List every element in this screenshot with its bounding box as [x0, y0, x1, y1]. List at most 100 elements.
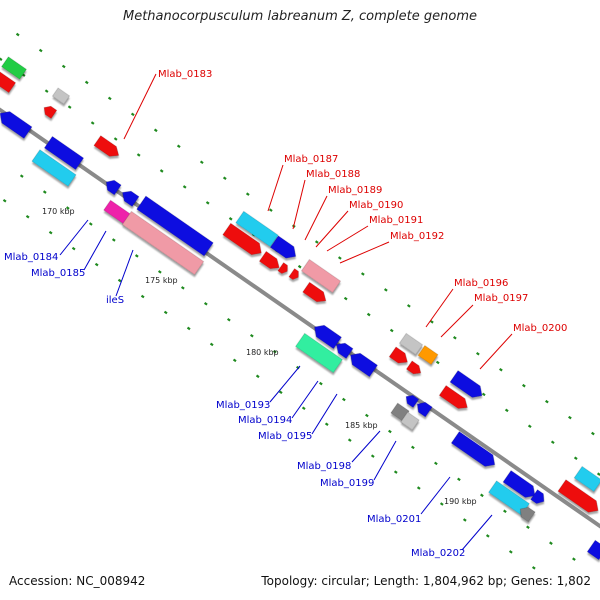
gene-feature[interactable]	[269, 235, 299, 262]
guide-dot	[522, 383, 526, 388]
guide-dot	[203, 302, 208, 306]
guide-dot	[572, 557, 576, 561]
gene-feature[interactable]	[31, 149, 77, 187]
gene-label[interactable]: Mlab_0198	[297, 461, 351, 472]
guide-dot	[84, 80, 89, 85]
leader-line	[83, 230, 107, 271]
guide-dot	[342, 397, 346, 402]
gene-feature[interactable]	[0, 70, 17, 94]
gene-label[interactable]: Mlab_0196	[454, 278, 508, 289]
gene-feature[interactable]	[405, 360, 423, 377]
gene-feature[interactable]	[295, 332, 343, 374]
gene-feature[interactable]	[235, 210, 279, 248]
accession-text: Accession: NC_008942	[9, 574, 146, 588]
gene-feature[interactable]	[0, 108, 33, 139]
gene-features	[0, 56, 600, 561]
leader-line	[115, 249, 134, 297]
gene-label[interactable]: Mlab_0195	[258, 431, 312, 442]
leader-line	[291, 380, 319, 419]
leader-line	[420, 476, 451, 515]
gene-feature[interactable]	[557, 479, 600, 517]
gene-feature[interactable]	[586, 539, 600, 561]
guide-dot	[65, 206, 70, 210]
gene-feature[interactable]	[530, 489, 548, 507]
guide-dot	[324, 422, 329, 426]
gene-feature[interactable]	[400, 411, 420, 431]
gene-feature[interactable]	[103, 177, 122, 196]
gene-label[interactable]: Mlab_0190	[349, 200, 403, 211]
guide-dot	[393, 470, 398, 474]
gene-label[interactable]: Mlab_0197	[474, 293, 528, 304]
guide-dot	[416, 486, 421, 490]
gene-feature[interactable]	[41, 103, 58, 119]
gene-feature[interactable]	[302, 281, 330, 306]
gene-feature[interactable]	[417, 345, 439, 365]
gene-label[interactable]: Mlab_0193	[216, 400, 270, 411]
gene-feature[interactable]	[414, 399, 433, 418]
gene-feature[interactable]	[51, 87, 71, 105]
bottom-strand-labels: Mlab_0184 Mlab_0185 ileS Mlab_0193 Mlab_…	[4, 252, 465, 559]
gene-feature[interactable]	[347, 349, 378, 378]
gene-label[interactable]: Mlab_0199	[320, 478, 374, 489]
gene-feature[interactable]	[1, 56, 27, 80]
gene-label[interactable]: Mlab_0200	[513, 323, 567, 334]
guide-dot	[0, 57, 3, 61]
gene-feature[interactable]	[119, 188, 140, 207]
gene-feature[interactable]	[136, 195, 214, 257]
guide-dot	[88, 222, 93, 226]
leader-line	[304, 195, 328, 241]
gene-feature[interactable]	[403, 392, 420, 408]
gene-feature[interactable]	[288, 268, 301, 282]
gene-feature[interactable]	[277, 262, 290, 276]
gene-feature[interactable]	[93, 135, 122, 161]
guide-dot	[360, 272, 365, 276]
guide-dot	[503, 509, 507, 514]
gene-feature[interactable]	[438, 385, 470, 413]
leader-line	[315, 210, 349, 248]
guide-dot	[591, 431, 595, 436]
genome-title: Methanocorpusculum labreanum Z, complete…	[123, 9, 477, 24]
gene-feature[interactable]	[517, 504, 536, 523]
gene-label[interactable]: Mlab_0201	[367, 514, 421, 525]
gene-feature[interactable]	[43, 136, 85, 170]
gene-label[interactable]: Mlab_0185	[31, 268, 85, 279]
guide-dot	[314, 240, 319, 244]
gene-feature[interactable]	[388, 346, 411, 367]
gene-feature[interactable]	[333, 340, 354, 359]
gene-label[interactable]: Mlab_0184	[4, 252, 58, 263]
gene-label[interactable]: ileS	[106, 295, 124, 306]
guide-dot	[434, 461, 438, 466]
gene-label[interactable]: Mlab_0202	[411, 548, 465, 559]
guide-dot	[499, 367, 503, 372]
gene-label[interactable]: Mlab_0191	[369, 215, 423, 226]
gene-feature[interactable]	[450, 431, 498, 471]
gene-feature[interactable]	[300, 259, 342, 293]
gene-label[interactable]: Mlab_0189	[328, 185, 382, 196]
gene-feature[interactable]	[311, 321, 342, 350]
gene-feature[interactable]	[502, 470, 539, 502]
gene-label[interactable]: Mlab_0187	[284, 154, 338, 165]
gene-feature[interactable]	[573, 465, 600, 493]
guide-dot	[44, 89, 49, 93]
gene-feature[interactable]	[449, 370, 486, 402]
guide-dot	[268, 208, 273, 212]
guide-dot	[439, 502, 444, 506]
gene-label[interactable]: Mlab_0194	[238, 415, 292, 426]
guide-dot	[366, 312, 371, 317]
guide-dot	[157, 270, 162, 274]
gene-feature[interactable]	[222, 222, 265, 258]
leader-line	[351, 430, 381, 463]
guide-dot	[42, 190, 47, 194]
leader-line	[479, 333, 513, 370]
gene-feature[interactable]	[121, 210, 205, 276]
guide-dot	[182, 185, 187, 189]
gene-feature[interactable]	[398, 332, 424, 356]
gene-label[interactable]: Mlab_0192	[390, 231, 444, 242]
gene-label[interactable]: Mlab_0188	[306, 169, 360, 180]
guide-dot	[406, 304, 411, 308]
gene-label[interactable]: Mlab_0183	[158, 69, 212, 80]
guide-dot	[389, 328, 394, 333]
gene-feature[interactable]	[258, 250, 282, 272]
guide-dot	[163, 310, 168, 315]
